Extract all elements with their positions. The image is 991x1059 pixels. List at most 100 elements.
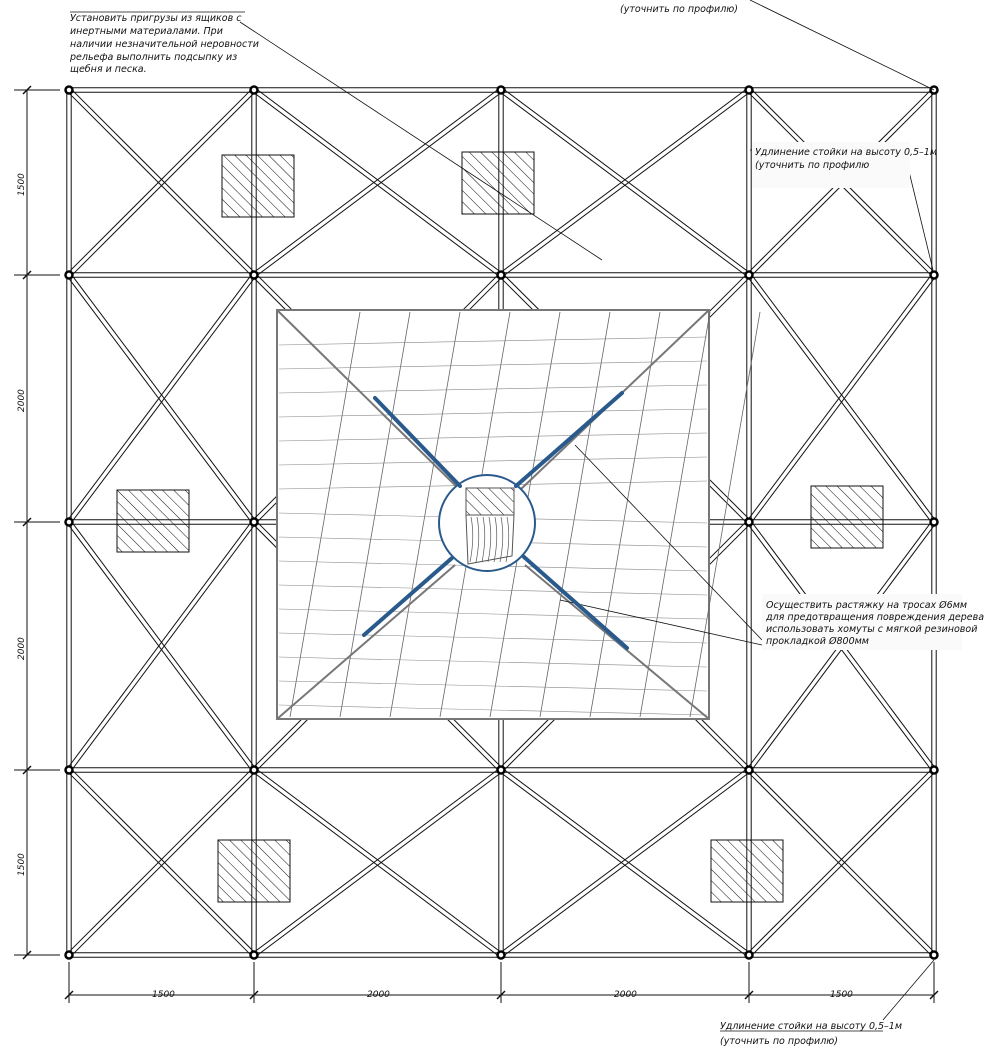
brace-diagonal	[70, 768, 256, 954]
brace-diagonal	[255, 91, 503, 278]
dim-tick-mark	[22, 517, 32, 527]
post-node	[249, 950, 259, 960]
svg-text:Установить пригрузы из ящиков: Установить пригрузы из ящиков с	[70, 13, 242, 24]
dim-v-3: 2000	[17, 637, 27, 660]
brace-diagonal	[66, 520, 253, 769]
deck-board	[339, 311, 411, 718]
note-post-bottom: Удлинение стойки на высоту 0,5–1м (уточн…	[720, 1021, 902, 1047]
deck-board	[278, 384, 708, 394]
brace-diagonal	[252, 91, 500, 278]
brace-diagonal	[255, 771, 503, 958]
post-node	[929, 517, 939, 527]
dim-tick-mark	[64, 990, 74, 1000]
brace-diagonal	[499, 767, 748, 954]
deck-board	[278, 432, 708, 442]
wood-grain	[493, 516, 498, 563]
wood-grain	[505, 516, 510, 563]
wood-grain	[481, 516, 486, 563]
leader-ropes	[559, 599, 763, 646]
brace-diagonal	[747, 768, 933, 954]
wood-grain	[475, 516, 480, 563]
note-top-right: (уточнить по профилю)	[620, 4, 738, 15]
brace-diagonal	[255, 87, 503, 274]
brace-diagonal	[750, 768, 936, 954]
post-node	[496, 765, 506, 775]
deck-board	[278, 584, 708, 596]
tension-rope	[514, 391, 624, 488]
note-ropes: Осуществить растяжку на тросах Ø6мм для …	[765, 600, 984, 647]
leader-post	[749, 0, 935, 91]
platform-diagonal	[276, 564, 456, 720]
tension-rope	[522, 555, 629, 650]
post-node	[64, 517, 74, 527]
post-node	[496, 270, 506, 280]
post-node	[744, 765, 754, 775]
deck-board	[539, 311, 611, 718]
svg-text:Осуществить растяжку на тросах: Осуществить растяжку на тросах Ø6мм	[766, 600, 967, 611]
dim-tick-mark	[744, 990, 754, 1000]
leader-ballast	[239, 21, 603, 261]
dim-h-2: 2000	[367, 990, 390, 1000]
post-node	[744, 950, 754, 960]
brace-diagonal	[252, 87, 500, 274]
brace-diagonal	[70, 523, 257, 772]
svg-text:прокладкой Ø800мм: прокладкой Ø800мм	[766, 636, 869, 647]
brace-diagonal	[502, 87, 751, 274]
dim-h-1: 1500	[152, 990, 175, 1000]
ballast-box	[221, 154, 295, 218]
platform-diagonal	[276, 309, 461, 491]
brace-diagonal	[67, 88, 253, 274]
post-node	[64, 85, 74, 95]
dim-v-1: 1500	[17, 173, 27, 196]
note-post-right: Удлинение стойки на высоту 0,5–1м (уточн…	[755, 147, 937, 171]
svg-text:инертными материалами. При: инертными материалами. При	[70, 26, 223, 37]
brace-diagonal	[66, 276, 253, 524]
post-node	[496, 85, 506, 95]
brace-diagonal	[70, 771, 256, 957]
post-node	[249, 517, 259, 527]
dim-tick-mark	[22, 270, 32, 280]
brace-diagonal	[70, 276, 257, 524]
post-node	[929, 950, 939, 960]
deck-board	[689, 311, 761, 718]
svg-text:использовать хомуты с мягкой р: использовать хомуты с мягкой резиновой	[766, 624, 977, 635]
deck-board	[639, 311, 711, 718]
brace-diagonal	[502, 767, 751, 954]
brace-diagonal	[499, 771, 748, 958]
svg-text:(уточнить по профилю: (уточнить по профилю	[755, 160, 869, 171]
post-node	[249, 765, 259, 775]
note-ballast: Установить пригрузы из ящиков с инертным…	[69, 13, 259, 75]
brace-diagonal	[747, 771, 933, 957]
leader-ropes	[574, 444, 763, 641]
platform-diagonal	[524, 564, 710, 720]
deck-board	[278, 336, 708, 346]
svg-text:наличии незначительной неровно: наличии незначительной неровности	[70, 39, 259, 50]
wood-grain	[469, 516, 474, 563]
svg-text:(уточнить по профилю): (уточнить по профилю)	[720, 1036, 838, 1047]
ballast-boxes	[116, 151, 884, 903]
brace-diagonal	[499, 87, 748, 274]
tree-top-section	[465, 487, 515, 516]
post-node	[64, 950, 74, 960]
brace-diagonal	[750, 276, 937, 524]
post-node	[744, 85, 754, 95]
dimension-lines: 1500 2000 2000 1500 1500 2000 2000 1500	[17, 173, 853, 1000]
post-node	[929, 765, 939, 775]
svg-text:щебня и песка.: щебня и песка.	[70, 64, 147, 75]
deck-board	[278, 408, 708, 418]
leader-post	[882, 959, 935, 1021]
dim-h-3: 2000	[614, 990, 637, 1000]
svg-text:Удлинение стойки на высоту 0,5: Удлинение стойки на высоту 0,5–1м	[755, 147, 937, 158]
brace-diagonal	[750, 273, 937, 521]
post-node	[929, 270, 939, 280]
dim-tick-mark	[249, 990, 259, 1000]
brace-diagonal	[70, 273, 257, 521]
annotations: Установить пригрузы из ящиков с инертным…	[69, 4, 984, 1047]
tree-platform	[70, 0, 962, 1032]
brace-diagonal	[252, 771, 500, 958]
ballast-box	[810, 485, 884, 549]
deck-board	[278, 456, 708, 466]
post-node	[249, 85, 259, 95]
deck-board	[278, 680, 708, 692]
